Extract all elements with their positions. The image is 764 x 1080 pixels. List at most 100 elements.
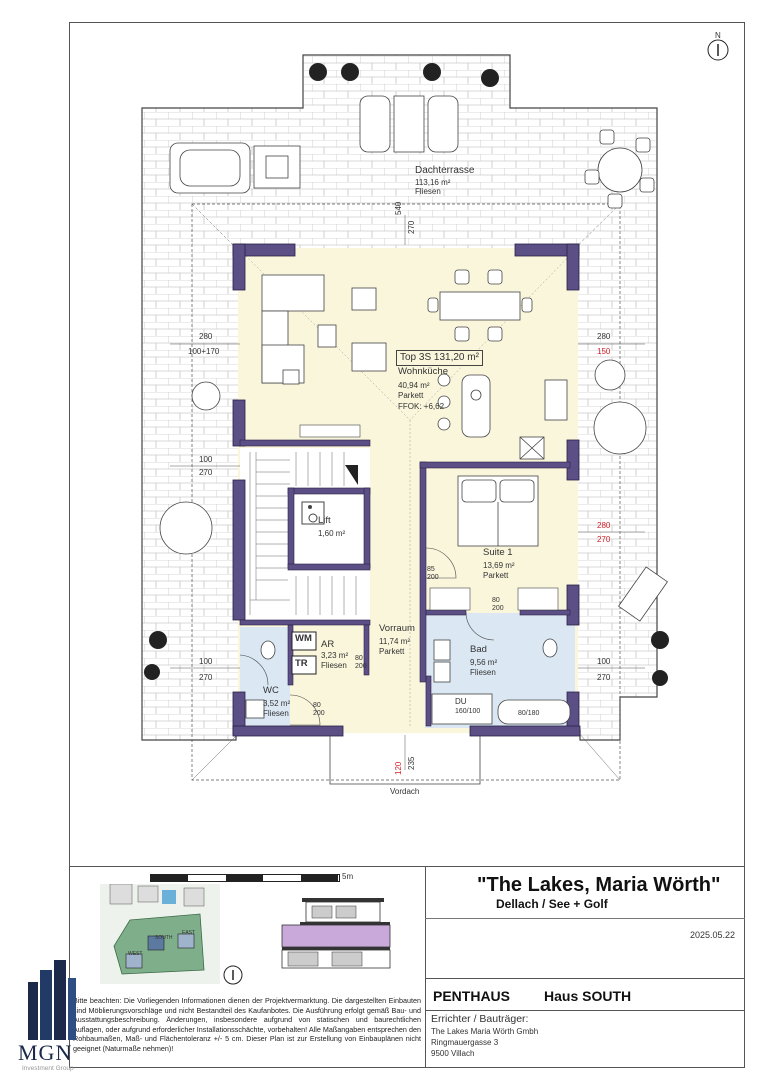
du-name: DU [455,697,467,706]
door-bad-80: 80 [492,597,500,604]
du-size: 160/100 [455,708,481,715]
wc-floor: Fliesen [263,709,289,718]
vordach-label: Vordach [390,787,420,796]
project-title: "The Lakes, Maria Wörth" [477,874,721,896]
bad-floor: Fliesen [470,668,496,677]
wohnkueche-area: 40,94 m² [398,381,430,390]
dim-left-bot-270: 270 [199,673,213,682]
dim-right-280b: 280 [597,521,611,530]
title-block-divider [69,866,745,867]
floor-plan [141,39,729,785]
door-ar-200: 200 [355,663,367,670]
stair-area [240,448,370,623]
terrace-furniture [159,95,668,622]
dim-right-280: 280 [597,332,611,341]
title-block-line-1 [425,918,745,919]
site-west-label: WEST [128,951,143,957]
vorraum-name: Vorraum [379,623,415,634]
tub-size: 80/180 [518,710,540,717]
logo-text: MGN [18,1040,73,1065]
dim-right-270: 270 [597,535,611,544]
builder-line-3: 9500 Villach [431,1049,475,1058]
ar-area: 3,23 m² [321,651,349,660]
company-logo-icon [28,960,76,1040]
logo-subtext: Investment Group [22,1065,74,1072]
project-subtitle: Dellach / See + Golf [496,897,608,911]
kitchen-island [437,373,568,460]
wardrobes [299,424,559,611]
vorraum-floor: Parkett [379,647,405,656]
lift-area: 1,60 m² [318,529,346,538]
lift-name: Lift [318,515,331,526]
canopy-outline [329,736,481,785]
suite-floor: Parkett [483,571,509,580]
site-east-label: EAST [182,930,196,936]
dim-top-540: 540 [394,201,403,215]
wc-name: WC [263,685,279,696]
drawing-frame [69,22,745,1068]
unit-type: PENTHAUS [433,988,511,1004]
sofa-set [261,274,387,385]
builder-line-2: Ringmauergasse 3 [431,1038,499,1047]
unit-label: Top 3S 131,20 m² [396,350,483,366]
disclaimer-text: Bitte beachten: Die Vorliegenden Informa… [73,996,421,1053]
dim-left-270: 270 [199,468,213,477]
title-block-line-2 [425,978,745,979]
title-block-line-3 [425,1010,745,1011]
plan-date: 2025.05.22 [690,930,736,940]
double-bed [457,475,539,547]
terrace-name: Dachterrasse [415,165,475,176]
bad-name: Bad [470,644,487,655]
bad-area: 9,56 m² [470,658,498,667]
wohnkueche-name: Wohnküche [398,366,448,377]
north-label: N [715,31,721,40]
staircase [249,452,357,615]
tr-box [291,655,317,675]
terrace-area: 113,16 m² [415,178,451,187]
exterior-walls [232,243,581,737]
dim-right-150: 150 [597,347,611,356]
dim-left-100-170: 100+170 [188,347,220,356]
site-south-label: SOUTH [155,935,173,941]
plants [144,63,669,686]
dim-left-280: 280 [199,332,213,341]
suite-area: 13,69 m² [483,561,515,570]
suite-name: Suite 1 [483,547,513,558]
wohnkueche-floor: Parkett [398,391,424,400]
door-ar-80: 80 [355,655,363,662]
interior-walls [239,439,571,727]
dim-top-270: 270 [407,220,416,234]
wc-area: 3,52 m² [263,699,291,708]
dim-bottom-120: 120 [394,761,403,775]
dim-right-bot-270: 270 [597,673,611,682]
ar-name: AR [321,639,335,650]
dim-bottom-235: 235 [407,756,416,770]
terrace-floor: Fliesen [415,187,441,196]
scale-label: 5m [342,872,354,881]
door-85-200: 200 [427,574,439,581]
elevation-drawing [281,898,391,969]
door-wc-200: 200 [313,710,325,717]
builder-heading: Errichter / Bauträger: [431,1013,529,1025]
wm-label: WM [295,633,312,644]
house-name: Haus SOUTH [544,988,632,1004]
north-arrow-small-icon [223,965,243,985]
door-bad-200: 200 [492,605,504,612]
builder-line-1: The Lakes Maria Wörth Gmbh [431,1027,539,1036]
tr-label: TR [295,658,308,669]
wm-box [291,631,317,651]
ar-floor: Fliesen [321,661,347,670]
dining-table [427,269,533,342]
door-swings [239,547,495,726]
roof-edge-outline [191,203,621,781]
title-block-vertical-divider [425,866,426,1068]
dim-right-bot-100: 100 [597,657,611,666]
wohnkueche-ffok: FFOK: +6,62 [398,402,445,411]
dimension-lines [170,215,645,770]
door-85: 85 [427,566,435,573]
dim-left-bot-100: 100 [199,657,213,666]
vorraum-area: 11,74 m² [379,637,410,646]
scale-bar [150,874,340,882]
site-plan [100,884,220,984]
dim-left-100: 100 [199,455,213,464]
